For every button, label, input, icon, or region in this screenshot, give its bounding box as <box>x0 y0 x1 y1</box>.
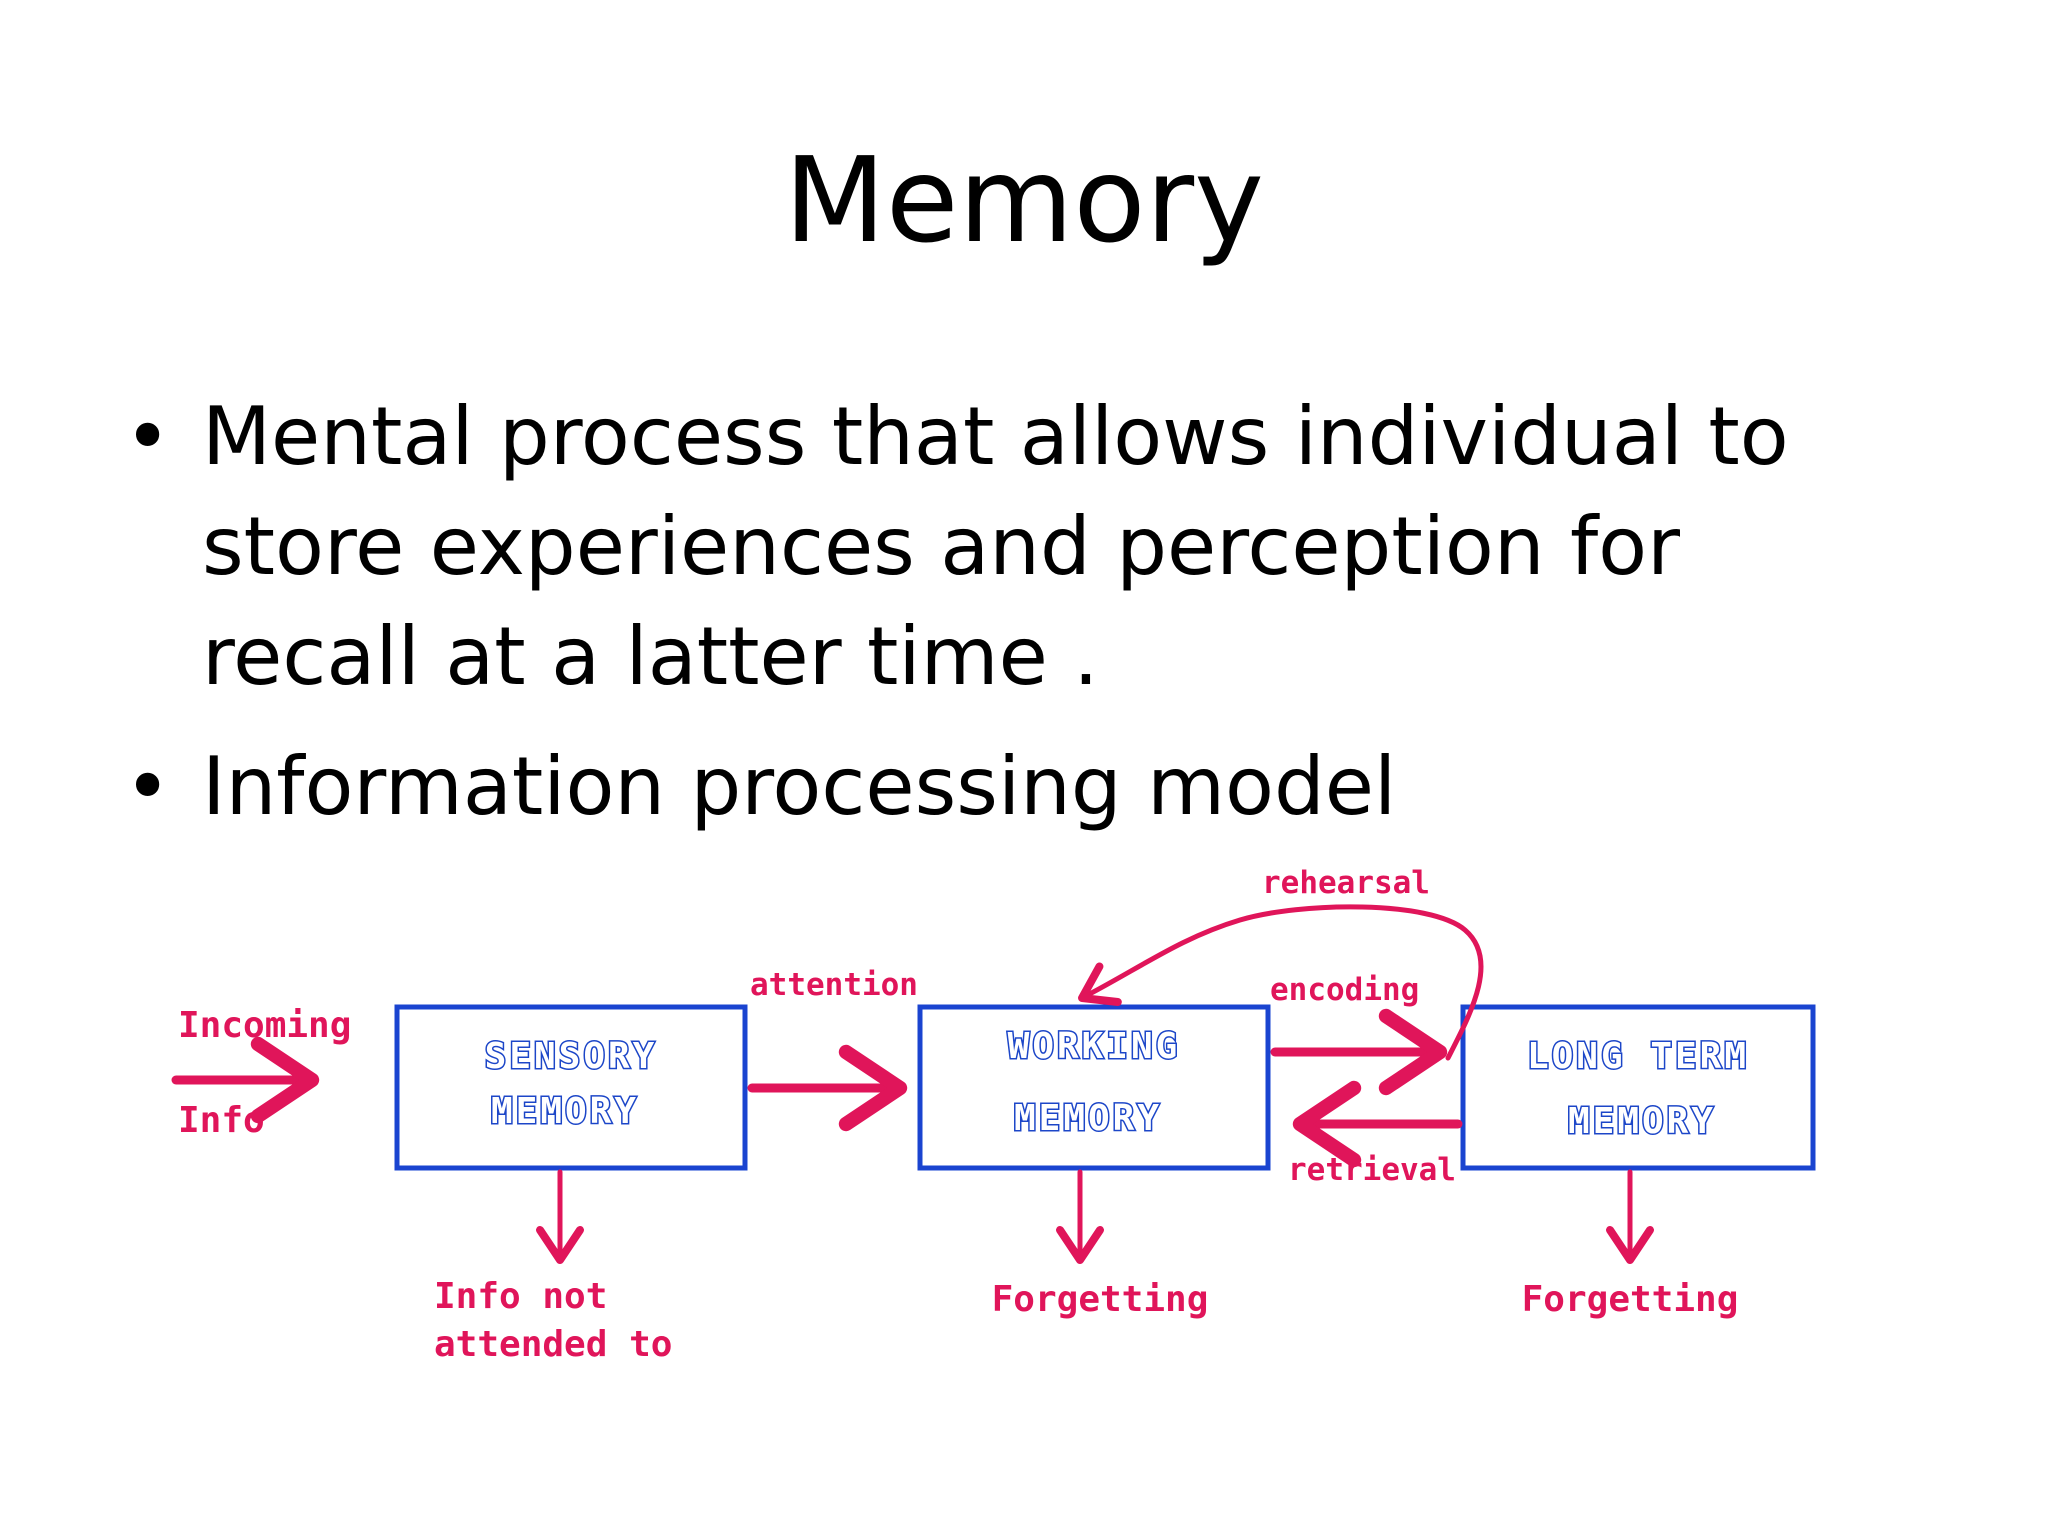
long-term-memory-box <box>1460 1004 1816 1171</box>
long-term-memory-label-2: MEMORY <box>1568 1101 1716 1142</box>
attention-label: attention <box>750 967 918 1003</box>
slide-title: Memory <box>784 131 1264 269</box>
bullet-dot-icon: • <box>124 390 172 483</box>
long-term-memory-label-1: LONG TERM <box>1527 1036 1749 1077</box>
bullet-text: Mental process that allows individual to… <box>202 390 1789 703</box>
sensory-memory-label-1: SENSORY <box>485 1036 658 1077</box>
working-forgetting-label: Forgetting <box>992 1279 1209 1320</box>
info-not-attended-label-2: attended to <box>434 1324 672 1365</box>
bullet-text: Information processing model <box>202 740 1397 833</box>
working-memory-label-1: WORKING <box>1008 1026 1181 1067</box>
bullet-list: • Mental process that allows individual … <box>120 382 1920 842</box>
bullet-item: • Mental process that allows individual … <box>120 382 1920 712</box>
encoding-label: encoding <box>1270 972 1419 1008</box>
info-not-attended-label-1: Info not <box>434 1276 607 1317</box>
bullet-item: • Information processing model <box>120 732 1920 842</box>
bullet-dot-icon: • <box>124 740 172 833</box>
incoming-info-label-2: Info <box>178 1100 265 1141</box>
rehearsal-label: rehearsal <box>1262 865 1430 901</box>
long-term-forgetting-label: Forgetting <box>1522 1279 1739 1320</box>
sensory-memory-box <box>394 1004 748 1171</box>
retrieval-label: retrieval <box>1288 1152 1456 1188</box>
diagram-canvas: SENSORY MEMORY WORKING MEMORY LONG TERM … <box>171 865 1816 1365</box>
rehearsal-loop-arrow <box>1078 904 1484 1061</box>
working-memory-box <box>917 1004 1271 1171</box>
sensory-memory-label-2: MEMORY <box>491 1091 639 1132</box>
working-memory-label-2: MEMORY <box>1014 1098 1162 1139</box>
incoming-info-label-1: Incoming <box>178 1005 351 1046</box>
information-processing-diagram: SENSORY MEMORY WORKING MEMORY LONG TERM … <box>0 840 2048 1380</box>
